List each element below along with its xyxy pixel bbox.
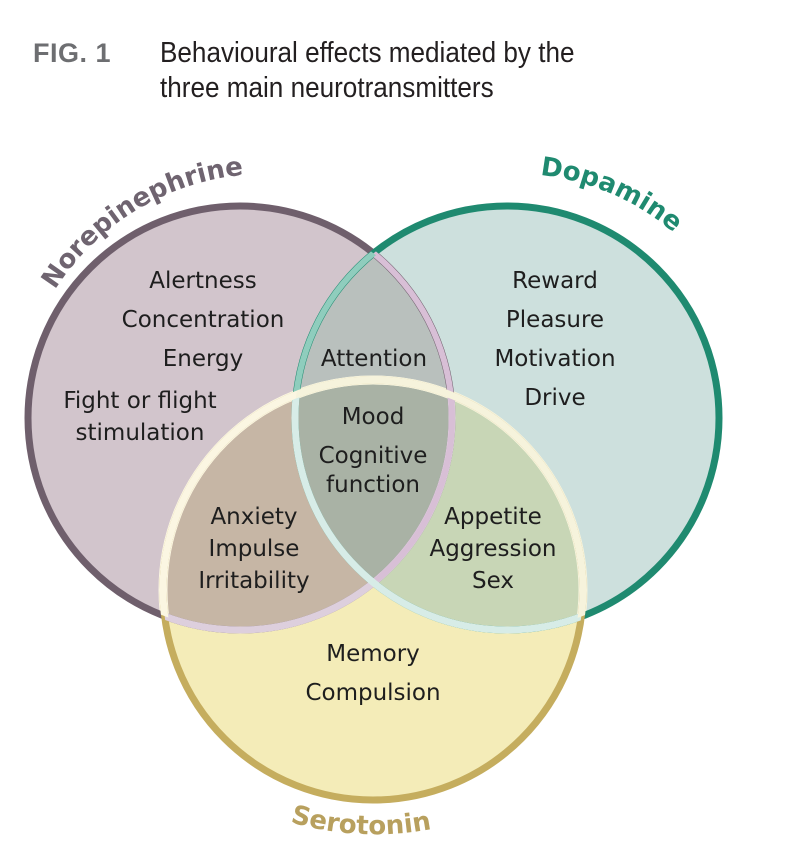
region-dopamine-item: Pleasure bbox=[506, 307, 604, 333]
region-da-se-item: Appetite bbox=[444, 504, 542, 530]
region-norepinephrine-item: Concentration bbox=[122, 307, 285, 333]
region-serotonin-item: Compulsion bbox=[305, 680, 440, 706]
region-norepinephrine-item: Alertness bbox=[149, 268, 256, 294]
region-dopamine-item: Reward bbox=[512, 268, 598, 294]
figure-title-line-1: Behavioural effects mediated by the bbox=[160, 37, 575, 69]
region-all-three-item: function bbox=[326, 472, 420, 498]
figure-label: FIG. 1 bbox=[33, 38, 112, 68]
figure-title-line-2: three main neurotransmitters bbox=[160, 72, 494, 104]
region-ne-se-item: Irritability bbox=[198, 568, 309, 594]
region-norepinephrine-item: stimulation bbox=[76, 420, 205, 446]
region-da-se-item: Aggression bbox=[429, 536, 556, 562]
region-ne-da-item: Attention bbox=[321, 346, 427, 372]
norepinephrine-outline-inner-da bbox=[295, 206, 455, 630]
region-da-se-item: Sex bbox=[472, 568, 514, 594]
region-norepinephrine-item: Energy bbox=[163, 346, 244, 372]
region-ne-se-item: Anxiety bbox=[210, 504, 297, 530]
region-ne-se-item: Impulse bbox=[209, 536, 300, 562]
region-dopamine-item: Drive bbox=[524, 385, 585, 411]
region-all-three-item: Cognitive bbox=[319, 443, 428, 469]
region-serotonin-item: Memory bbox=[326, 641, 420, 667]
serotonin-outline-inner-da bbox=[295, 376, 587, 630]
region-dopamine-item: Motivation bbox=[494, 346, 615, 372]
region-norepinephrine-item: Fight or flight bbox=[63, 388, 216, 414]
dopamine-outline-inner-se bbox=[291, 380, 583, 634]
region-all-three-item: Mood bbox=[342, 404, 405, 430]
serotonin-label: Serotonin bbox=[288, 800, 433, 841]
figure-title: Behavioural effects mediated by the thre… bbox=[160, 36, 574, 106]
